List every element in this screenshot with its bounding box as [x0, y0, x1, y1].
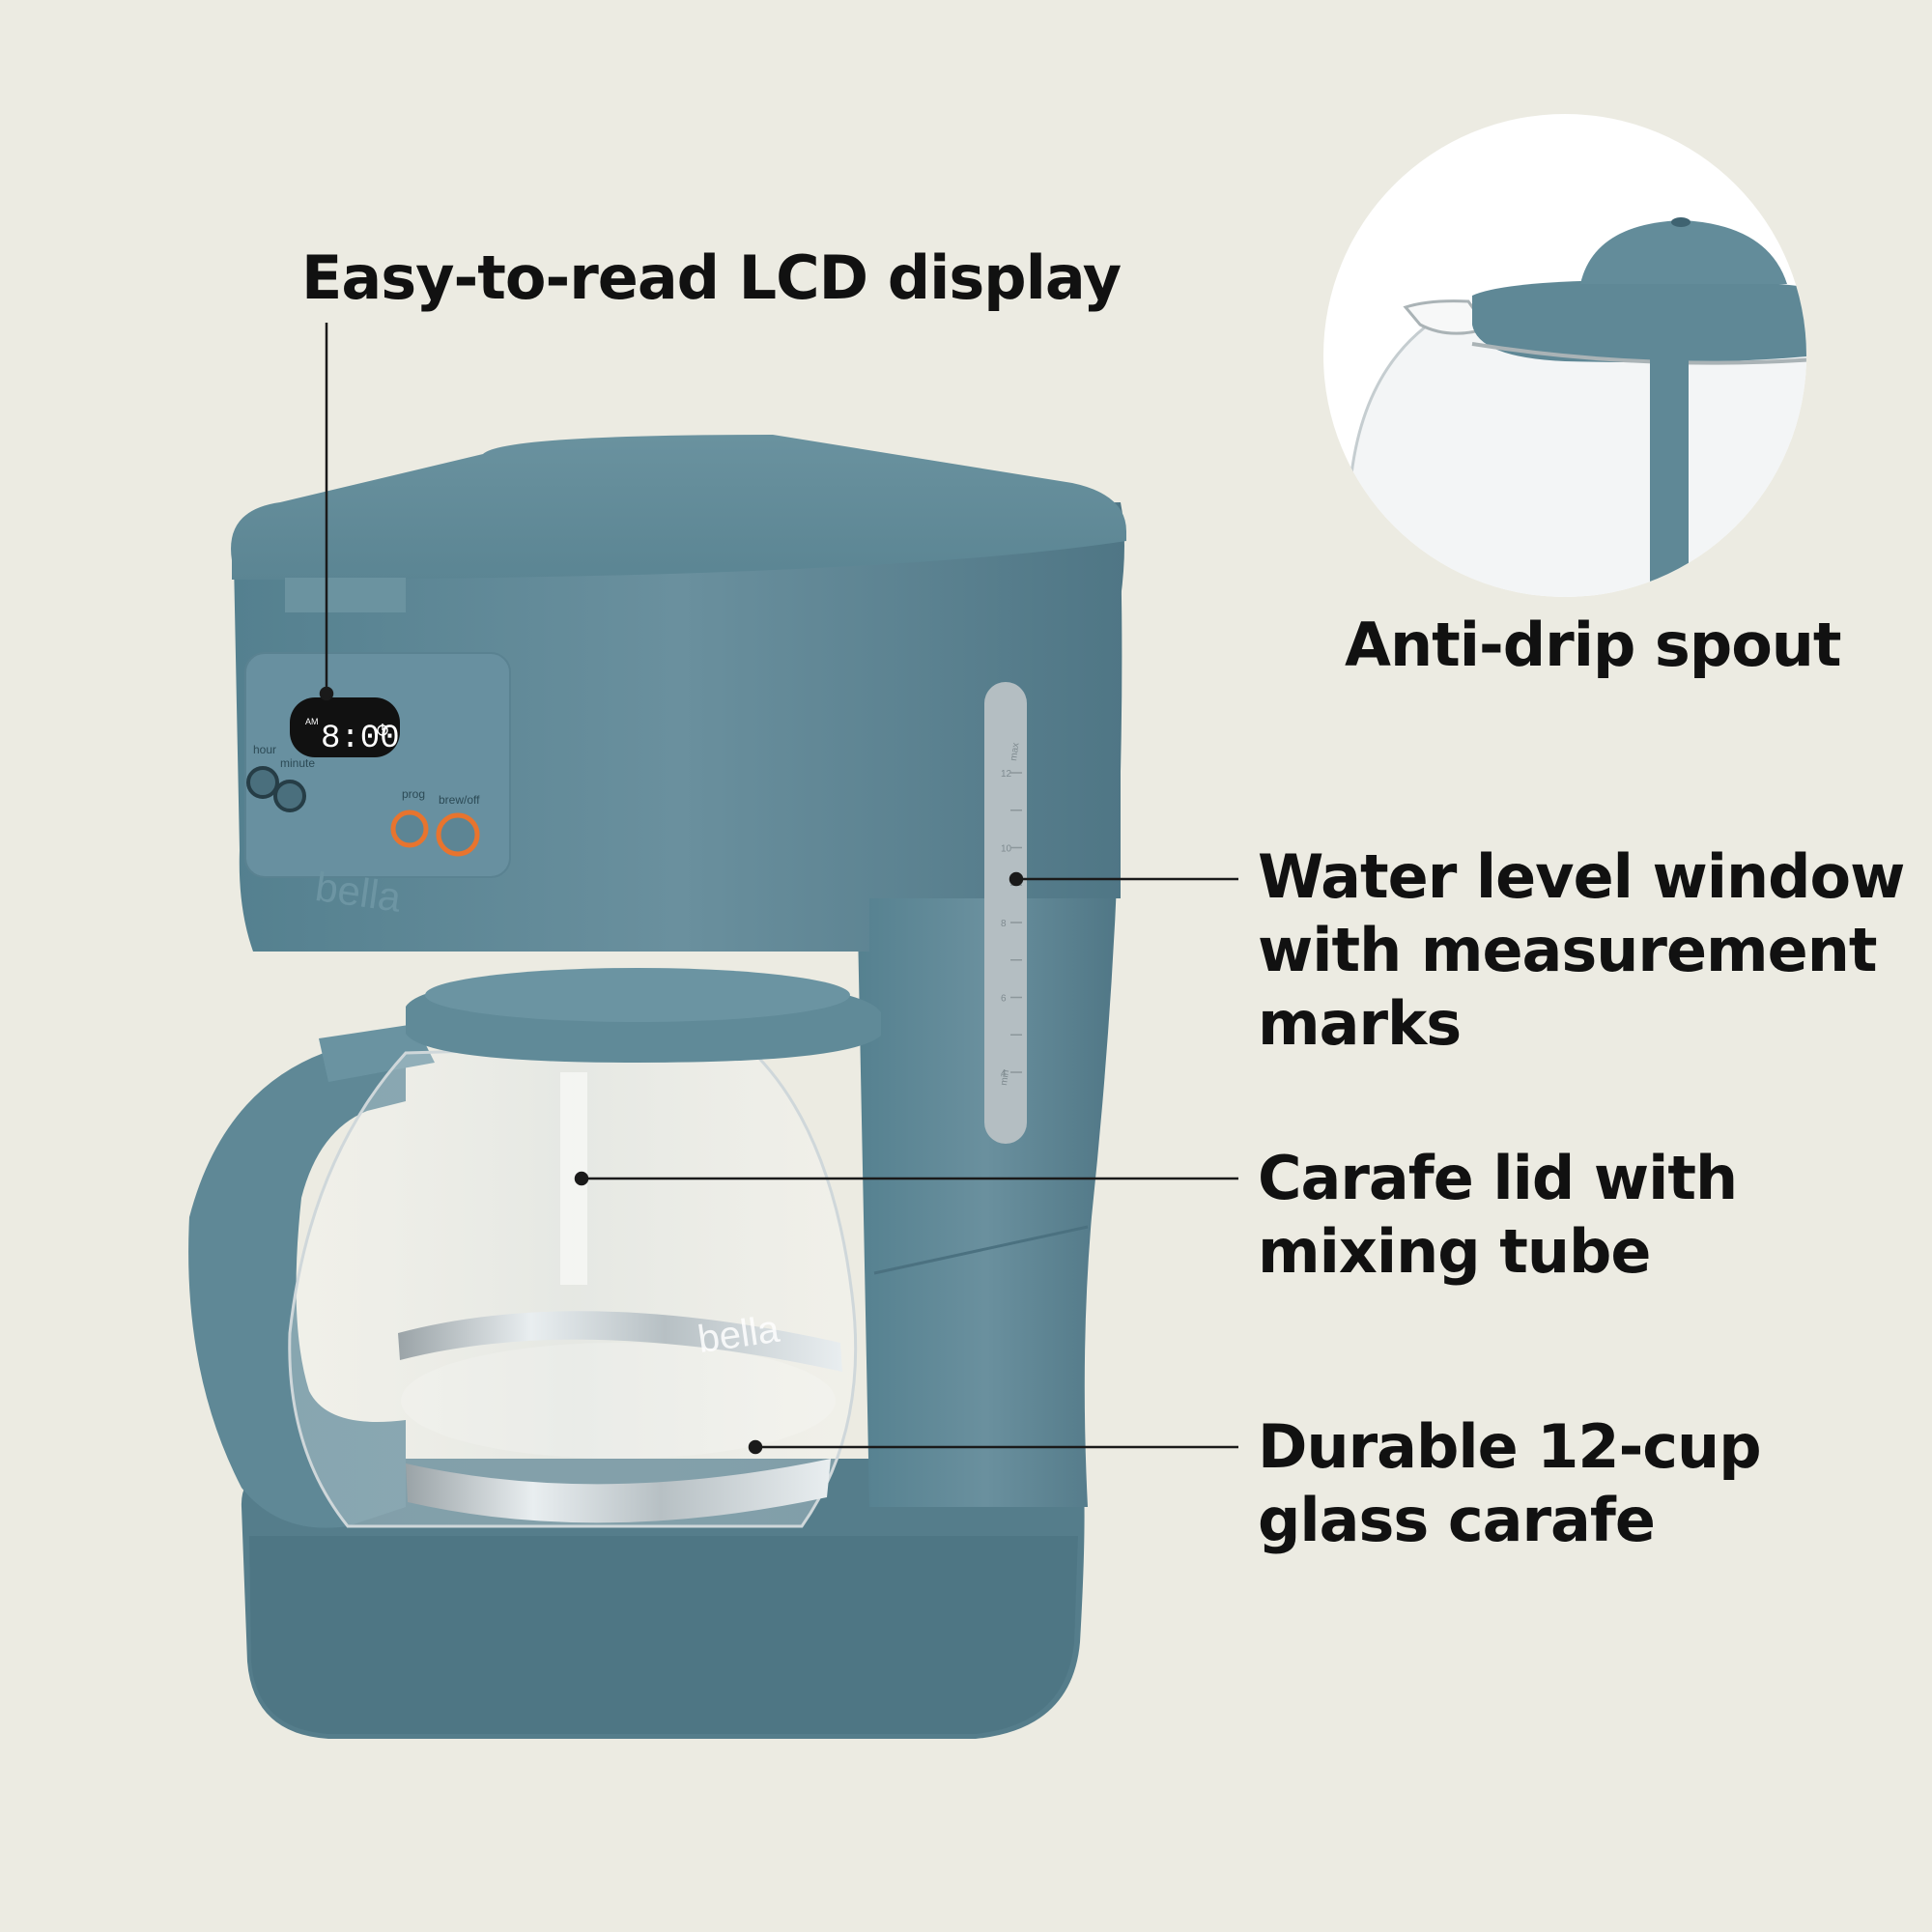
brew-off-button-label: brew/off: [439, 793, 480, 807]
glass-carafe-callout-line-1: Durable 12-cup: [1258, 1411, 1762, 1482]
machine-top-lid: [231, 435, 1127, 580]
carafe-metal-band: [398, 1311, 842, 1372]
lid-tab: [285, 578, 406, 612]
water-level-callout-line-3: marks: [1258, 988, 1462, 1059]
inset-lid-vent: [1671, 217, 1690, 227]
lcd-callout-dot: [319, 686, 334, 701]
lcd-display-callout: Easy-to-read LCD display: [301, 242, 1122, 315]
carafe-base-ring: [406, 1459, 831, 1523]
water-level-mark-label: 12: [1001, 769, 1012, 780]
inset-lid-rim: [1471, 342, 1806, 365]
glass-carafe-callout: Durable 12-cup glass carafe: [1258, 1410, 1762, 1557]
water-level-callout: Water level window with measurement mark…: [1258, 840, 1905, 1061]
lcd-time: 8:00: [321, 721, 400, 757]
coffee-maker: AM 8:00 hour minute prog brew/off bella …: [188, 435, 1127, 1739]
lcd-screen: [290, 697, 400, 757]
lcd-display-callout-line-1: Easy-to-read LCD display: [301, 242, 1122, 313]
callout-lines: [319, 323, 1238, 1455]
water-level-mark-label: 6: [1001, 994, 1007, 1005]
machine-base-shadow: [249, 1536, 1078, 1734]
water-min-label: min: [999, 1069, 1011, 1086]
prog-button[interactable]: [390, 810, 429, 848]
glass-carafe-callout-dot: [748, 1439, 763, 1455]
anti-drip-callout: Anti-drip spout: [1345, 609, 1842, 682]
carafe-lid-callout-dot: [574, 1171, 589, 1186]
carafe-base-glass: [401, 1343, 836, 1459]
carafe-lid-callout-line-1: Carafe lid with: [1258, 1143, 1738, 1213]
water-level-mark-label: 4: [1001, 1068, 1007, 1079]
water-level-window: [984, 682, 1027, 1144]
inset-lid-dome: [1580, 220, 1787, 284]
water-level-mark-label: 8: [1001, 919, 1007, 929]
water-level-callout-line-2: with measurement: [1258, 915, 1877, 985]
minute-button-label: minute: [280, 756, 315, 770]
carafe-lid-top: [425, 968, 850, 1022]
minute-button[interactable]: [273, 780, 306, 812]
water-level-callout-line-1: Water level window: [1258, 841, 1905, 912]
water-max-label: max: [1009, 742, 1022, 761]
carafe-handle: [188, 1053, 406, 1528]
prog-button-label: prog: [402, 787, 425, 801]
lcd-am-indicator: AM: [305, 717, 319, 726]
water-level-mark-label: 10: [1001, 844, 1012, 855]
water-level-callout-dot: [1009, 871, 1024, 887]
anti-drip-callout-line-1: Anti-drip spout: [1345, 610, 1842, 680]
spout-detail-inset: [1323, 114, 1806, 597]
hour-button[interactable]: [246, 766, 279, 799]
brew-off-button[interactable]: [436, 812, 480, 857]
carafe-lid-callout-line-2: mixing tube: [1258, 1216, 1651, 1287]
tower-seam: [873, 1225, 1089, 1275]
inset-mixing-tube: [1650, 359, 1689, 591]
hour-button-label: hour: [253, 743, 276, 756]
carafe-lid-callout: Carafe lid with mixing tube: [1258, 1142, 1738, 1289]
power-icon: [377, 724, 388, 736]
inset-lid: [1472, 280, 1806, 363]
glass-carafe-callout-line-2: glass carafe: [1258, 1485, 1656, 1555]
water-level-marks: 12 10 8 6 4: [1001, 769, 1022, 1079]
